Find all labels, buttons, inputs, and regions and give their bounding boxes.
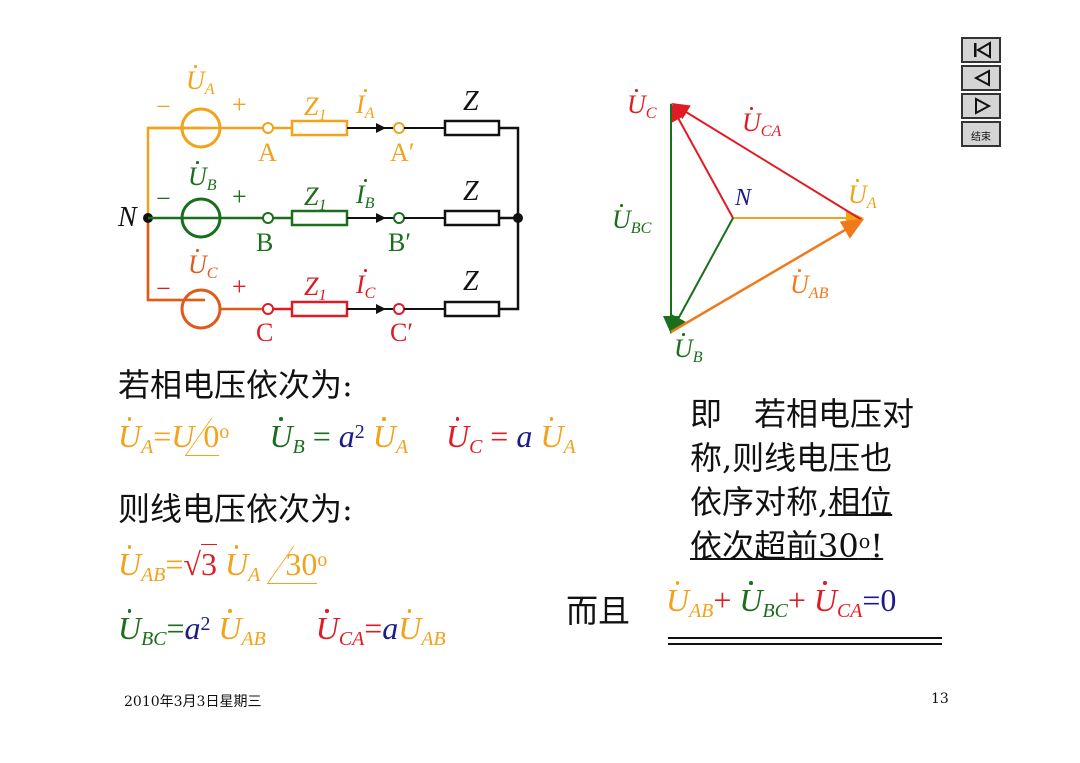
phasor-uc <box>670 103 734 219</box>
phasor-ub <box>670 217 734 334</box>
formula-uab: UAB=√3 UA 30o <box>118 544 344 586</box>
phasor-ua-label: UA <box>848 179 877 213</box>
current-arrow-a <box>376 123 386 133</box>
terminal-b <box>262 212 274 224</box>
z1-c-label: Z1 <box>304 272 327 305</box>
next-slide-button[interactable] <box>961 93 1001 119</box>
neutral-label: N <box>118 202 137 233</box>
end-show-label: 结束 <box>971 132 991 143</box>
phasor-uca <box>671 102 863 221</box>
node-a-prime-label: A′ <box>390 138 415 167</box>
conclusion-line-4: 依次超前30o! <box>690 527 884 565</box>
conclusion-line-1: 即 若相电压对 <box>690 395 915 433</box>
and-label: 而且 <box>566 592 631 630</box>
source-b-plus: + <box>232 182 247 211</box>
conclusion-line-2: 称,则线电压也 <box>690 439 893 477</box>
first-slide-button[interactable] <box>961 37 1001 63</box>
phasor-uab <box>670 218 865 334</box>
source-c-symbol <box>180 288 222 330</box>
source-c-label: UC <box>188 249 218 283</box>
prev-slide-button[interactable] <box>961 65 1001 91</box>
current-c-label: IC <box>356 269 376 303</box>
footer-page-number: 13 <box>931 691 949 707</box>
node-c-prime-label: C′ <box>390 318 414 347</box>
end-show-button[interactable]: 结束 <box>961 121 1001 147</box>
footer-date: 2010年3月3日星期三 <box>124 694 262 710</box>
source-a-plus: + <box>232 90 247 119</box>
conclusion-line-3: 依序对称,相位 <box>690 483 893 521</box>
z1-b-label: Z1 <box>304 182 327 215</box>
phasor-ub-label: UB <box>674 333 703 367</box>
double-underline-bottom <box>668 643 942 645</box>
prev-icon <box>973 69 990 87</box>
load-z-a-label: Z <box>463 86 479 117</box>
current-a-label: IA <box>356 89 375 123</box>
node-b-label: B <box>256 228 274 257</box>
node-b-prime-label: B′ <box>388 228 412 257</box>
phasor-n-label: N <box>735 185 752 211</box>
node-a-label: A <box>258 138 277 167</box>
node-c-label: C <box>256 318 274 347</box>
terminal-a-prime <box>393 122 405 134</box>
z1-a-label: Z1 <box>304 92 327 125</box>
phasor-uc-label: UC <box>627 89 657 123</box>
phasor-uca-label: UCA <box>742 107 782 141</box>
terminal-b-prime <box>393 212 405 224</box>
load-neutral-dot <box>513 213 523 223</box>
impedance-z1-c <box>290 300 349 318</box>
source-b-symbol <box>180 197 222 239</box>
double-underline-top <box>668 637 942 639</box>
current-arrow-c <box>376 304 386 314</box>
conclusion-text: 即 若相电压对 称,则线电压也 依序对称,相位 依次超前30o! <box>690 392 914 573</box>
formula-uc: UC = a UA <box>445 417 576 459</box>
formula-ub: UB = a2 UA <box>269 417 408 459</box>
source-a-minus: − <box>156 92 171 121</box>
load-z-b-label: Z <box>463 176 479 207</box>
formula-ubc-uca: UBC=a2 UAB UCA=aUAB <box>118 609 446 651</box>
terminal-a <box>262 122 274 134</box>
formula-sum-zero: UAB+ UBC+ UCA=0 <box>666 581 897 623</box>
load-z-b <box>443 209 501 227</box>
terminal-c <box>262 303 274 315</box>
phasor-uab-label: UAB <box>790 269 829 303</box>
load-z-a <box>443 119 501 137</box>
phase-voltage-intro: 若相电压依次为: <box>118 366 353 404</box>
load-z-c <box>443 300 501 318</box>
source-a-label: UA <box>186 65 215 99</box>
current-arrow-b <box>376 213 386 223</box>
phasor-diagram <box>663 102 865 334</box>
slide-nav: 结束 <box>961 37 1005 149</box>
neutral-bus-red <box>146 218 205 302</box>
three-phase-circuit <box>143 107 523 330</box>
first-icon <box>974 41 991 59</box>
source-b-label: UB <box>188 161 217 195</box>
current-b-label: IB <box>356 179 375 213</box>
line-voltage-intro: 则线电压依次为: <box>118 490 353 528</box>
next-icon <box>975 97 992 115</box>
source-c-minus: − <box>156 274 171 303</box>
phasor-ubc-label: UBC <box>612 204 652 238</box>
load-z-c-label: Z <box>463 266 479 297</box>
source-c-plus: + <box>232 272 247 301</box>
source-b-minus: − <box>156 184 171 213</box>
terminal-c-prime <box>393 303 405 315</box>
